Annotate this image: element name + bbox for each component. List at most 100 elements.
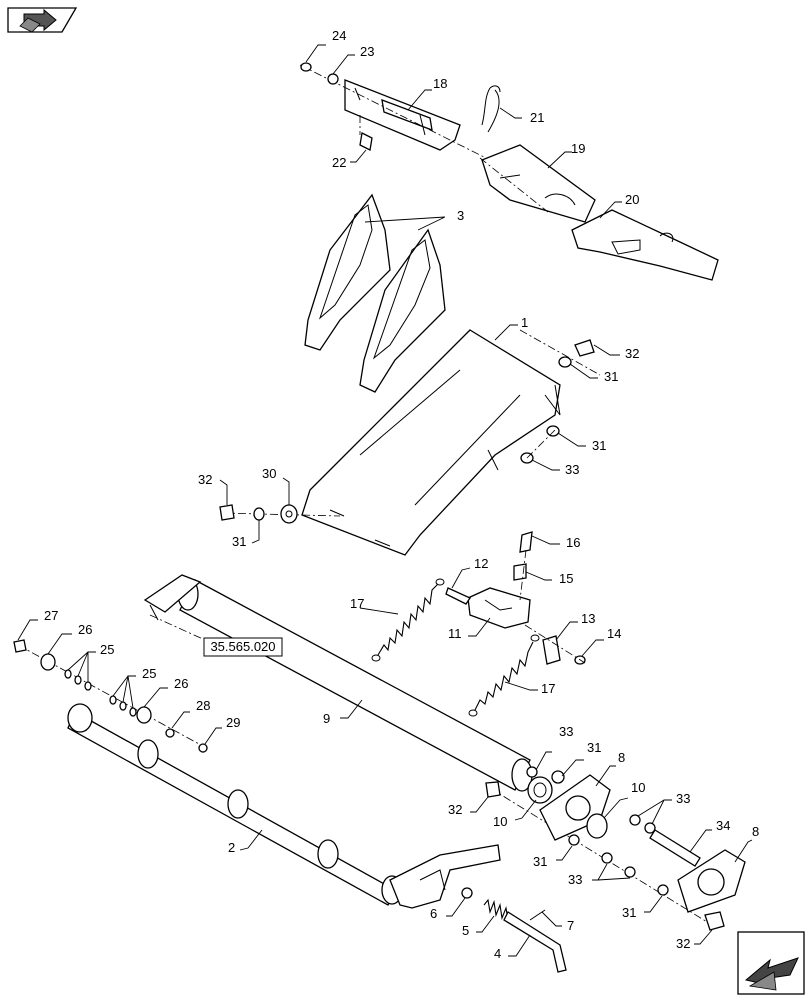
bushing-15 [513, 563, 527, 581]
bolt-32-right [485, 781, 501, 798]
label-33-mid: 33 [565, 462, 579, 477]
label-26-lower: 26 [174, 676, 188, 691]
reference-box-text: 35.565.020 [210, 639, 275, 654]
bolt-32-top [574, 339, 595, 357]
bushing-10b [586, 813, 608, 839]
nut-29 [198, 743, 208, 753]
label-14: 14 [607, 626, 621, 641]
label-13: 13 [581, 611, 595, 626]
spacers-25a [64, 669, 92, 691]
label-25-lower: 25 [142, 666, 156, 681]
label-25-upper: 25 [100, 642, 114, 657]
spacers-25b [109, 695, 137, 717]
label-32-right: 32 [448, 802, 462, 817]
washer-26a [40, 653, 56, 671]
latch-bracket-18 [344, 79, 461, 151]
label-24: 24 [332, 28, 346, 43]
bolt-22 [359, 132, 373, 151]
spring-17a [371, 578, 445, 662]
label-26-upper: 26 [78, 622, 92, 637]
bolt-32-bottom [704, 911, 725, 931]
washer-31-lower [568, 834, 580, 846]
latch-block-11 [467, 587, 531, 629]
label-19: 19 [571, 141, 585, 156]
label-2: 2 [228, 840, 235, 855]
label-5: 5 [462, 923, 469, 938]
pin-12 [445, 587, 471, 605]
rod-4 [503, 911, 567, 973]
spring-5 [483, 898, 509, 921]
label-21: 21 [530, 110, 544, 125]
label-3: 3 [457, 208, 464, 223]
washer-31-bottom [657, 884, 669, 896]
washer-31-left [253, 507, 265, 521]
label-10-right: 10 [631, 780, 645, 795]
label-7: 7 [567, 918, 574, 933]
shaft-9 [143, 574, 533, 792]
label-33-pair-bottom: 33 [568, 872, 582, 887]
label-15: 15 [559, 571, 573, 586]
label-12: 12 [474, 556, 488, 571]
label-1: 1 [521, 315, 528, 330]
washer-26b [136, 706, 152, 724]
label-31-lower: 31 [533, 854, 547, 869]
label-22: 22 [332, 155, 346, 170]
lever-19 [481, 144, 596, 223]
washer-28 [165, 728, 175, 738]
clip-pin-21 [481, 85, 501, 133]
label-34: 34 [716, 818, 730, 833]
bushing-13 [542, 635, 561, 665]
label-32-top: 32 [625, 346, 639, 361]
washer-31-mid [546, 425, 560, 437]
label-8-lower: 8 [752, 824, 759, 839]
flange-8b [677, 849, 746, 913]
nut-33-upper [526, 766, 538, 778]
washer-31-top [558, 356, 572, 368]
label-16: 16 [566, 535, 580, 550]
pin-7 [529, 909, 546, 921]
nuts-33-pair-bottom [601, 852, 636, 878]
bolt-27 [13, 639, 27, 653]
label-31-mid: 31 [592, 438, 606, 453]
label-28: 28 [196, 698, 210, 713]
nut-24 [300, 62, 312, 72]
bolt-16 [519, 531, 533, 553]
spring-17b [468, 634, 540, 717]
label-8-upper: 8 [618, 750, 625, 765]
washer-30 [280, 504, 298, 524]
label-6: 6 [430, 906, 437, 921]
label-20: 20 [625, 192, 639, 207]
reference-box[interactable]: 35.565.020 [203, 637, 283, 657]
bolt-32-left [219, 504, 235, 521]
label-30: 30 [262, 466, 276, 481]
book-arrow-icon[interactable] [7, 7, 78, 33]
label-9: 9 [323, 711, 330, 726]
washer-6 [461, 887, 473, 899]
guide-plate-3b [359, 228, 446, 393]
washer-23 [327, 73, 339, 85]
bushing-10a [527, 776, 553, 804]
label-4: 4 [494, 946, 501, 961]
label-33-pair-top: 33 [676, 791, 690, 806]
label-32-left: 32 [198, 472, 212, 487]
nuts-33-pair-top [629, 814, 656, 834]
label-31-left: 31 [232, 534, 246, 549]
label-17-upper: 17 [350, 596, 364, 611]
label-23: 23 [360, 44, 374, 59]
label-33-upper: 33 [559, 724, 573, 739]
label-17-lower: 17 [541, 681, 555, 696]
label-32-bottom: 32 [676, 936, 690, 951]
label-29: 29 [226, 715, 240, 730]
label-31-upper: 31 [587, 740, 601, 755]
main-plate-1 [301, 329, 561, 556]
label-10-left: 10 [493, 814, 507, 829]
label-31-top: 31 [604, 369, 618, 384]
next-page-arrow-icon[interactable] [737, 931, 805, 995]
shaft-2 [67, 703, 501, 909]
label-27: 27 [44, 608, 58, 623]
label-31-bottom: 31 [622, 905, 636, 920]
handle-20 [571, 209, 719, 281]
label-18: 18 [433, 76, 447, 91]
guide-plate-3a [304, 193, 391, 351]
